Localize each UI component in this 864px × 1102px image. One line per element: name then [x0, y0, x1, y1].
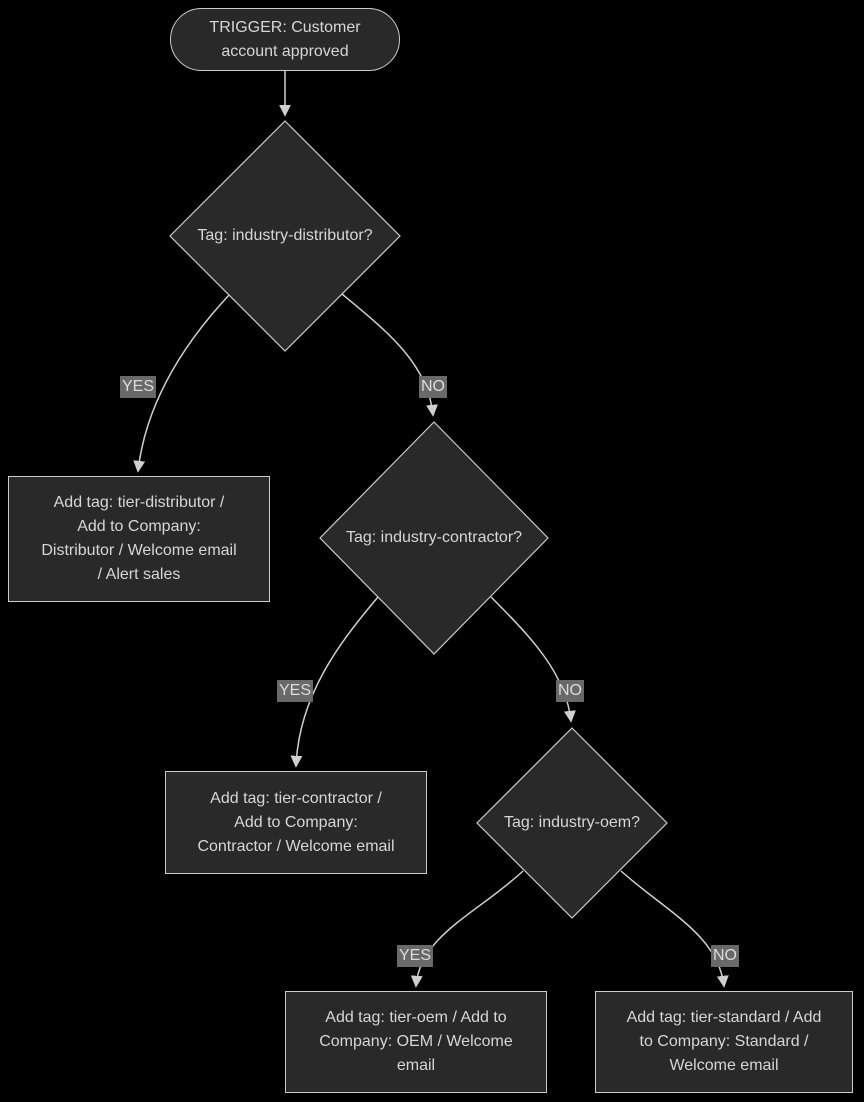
decision-industry-contractor-label: Tag: industry-contractor?: [345, 529, 523, 546]
edge-contractor-no: [490, 596, 576, 723]
edge-distributor-no: [341, 293, 438, 417]
decision-industry-distributor-label: Tag: industry-distributor?: [197, 227, 373, 244]
action-tier-contractor-label: Add tag: tier-contractor /Add to Company…: [197, 789, 395, 855]
edge-label-distributor-yes: YES: [119, 376, 157, 398]
edge-distributor-yes: [133, 293, 231, 473]
decision-industry-distributor-shape: [169, 120, 401, 352]
edge-label-distributor-no: NO: [419, 376, 447, 398]
edge-oem-no: [620, 870, 729, 988]
action-tier-distributor-node: Add tag: tier-distributor /Add to Compan…: [8, 476, 270, 602]
decision-industry-contractor-shape: [319, 421, 549, 655]
edge-contractor-yes: [290, 596, 379, 768]
action-tier-distributor-label: Add tag: tier-distributor /Add to Compan…: [41, 494, 237, 583]
decision-industry-oem-label: Tag: industry-oem?: [503, 814, 641, 831]
edge-label-oem-yes: YES: [396, 945, 434, 967]
edge-label-contractor-yes: YES: [276, 680, 314, 702]
edge-label-contractor-no: NO: [556, 680, 584, 702]
edge-oem-yes: [410, 870, 524, 988]
edge-label-oem-no: NO: [711, 945, 739, 967]
decision-industry-oem-shape: [476, 727, 668, 919]
action-tier-contractor-node: Add tag: tier-contractor /Add to Company…: [165, 771, 427, 874]
